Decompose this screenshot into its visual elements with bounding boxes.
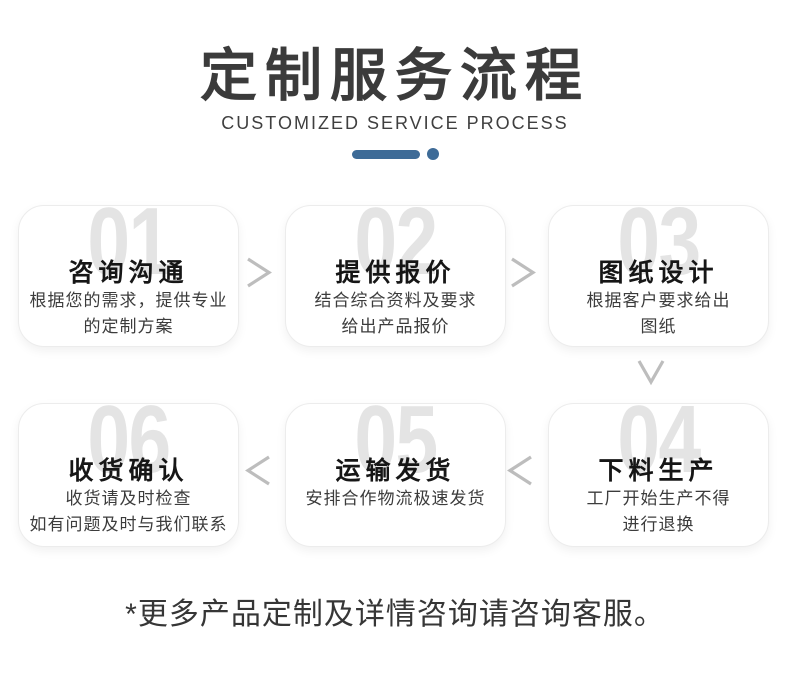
step-number: 04: [617, 403, 701, 493]
page-subtitle: CUSTOMIZED SERVICE PROCESS: [221, 113, 569, 133]
chevron-down-icon: [637, 360, 665, 386]
page-title: 定制服务流程: [200, 44, 590, 108]
step-number: 01: [87, 205, 171, 295]
customer-service-note: *更多产品定制及详情咨询请咨询客服。: [125, 598, 665, 631]
step-title: 提供报价: [335, 259, 456, 287]
step-description: 工厂开始生产不得 进行退换: [586, 489, 731, 535]
chevron-left-icon: [507, 455, 532, 486]
step-number: 02: [354, 205, 438, 295]
step-card-4: 04 下料生产 工厂开始生产不得 进行退换: [548, 403, 769, 547]
step-description: 收货请及时检查 如有问题及时与我们联系: [29, 489, 228, 535]
step-title: 下料生产: [598, 457, 719, 485]
step-title: 咨询沟通: [68, 259, 189, 287]
title-divider: [0, 148, 790, 160]
step-card-1: 01 咨询沟通 根据您的需求，提供专业 的定制方案: [18, 205, 239, 347]
chevron-left-icon: [245, 455, 270, 486]
step-card-3: 03 图纸设计 根据客户要求给出 图纸: [548, 205, 769, 347]
step-title: 图纸设计: [598, 259, 719, 287]
divider-bar: [351, 149, 420, 159]
step-description: 根据客户要求给出 图纸: [586, 291, 731, 337]
step-number: 05: [354, 403, 438, 493]
step-card-2: 02 提供报价 结合综合资料及要求 给出产品报价: [285, 205, 506, 347]
step-title: 收货确认: [68, 457, 189, 485]
chevron-right-icon: [511, 257, 536, 288]
divider-dot: [426, 148, 439, 160]
step-card-6: 06 收货确认 收货请及时检查 如有问题及时与我们联系: [18, 403, 239, 547]
step-number: 06: [87, 403, 171, 493]
chevron-right-icon: [247, 257, 272, 288]
step-description: 根据您的需求，提供专业 的定制方案: [29, 291, 228, 337]
step-description: 结合综合资料及要求 给出产品报价: [314, 291, 477, 337]
step-card-5: 05 运输发货 安排合作物流极速发货: [285, 403, 506, 547]
step-title: 运输发货: [335, 457, 456, 485]
step-number: 03: [617, 205, 701, 295]
step-description: 安排合作物流极速发货: [305, 489, 486, 508]
